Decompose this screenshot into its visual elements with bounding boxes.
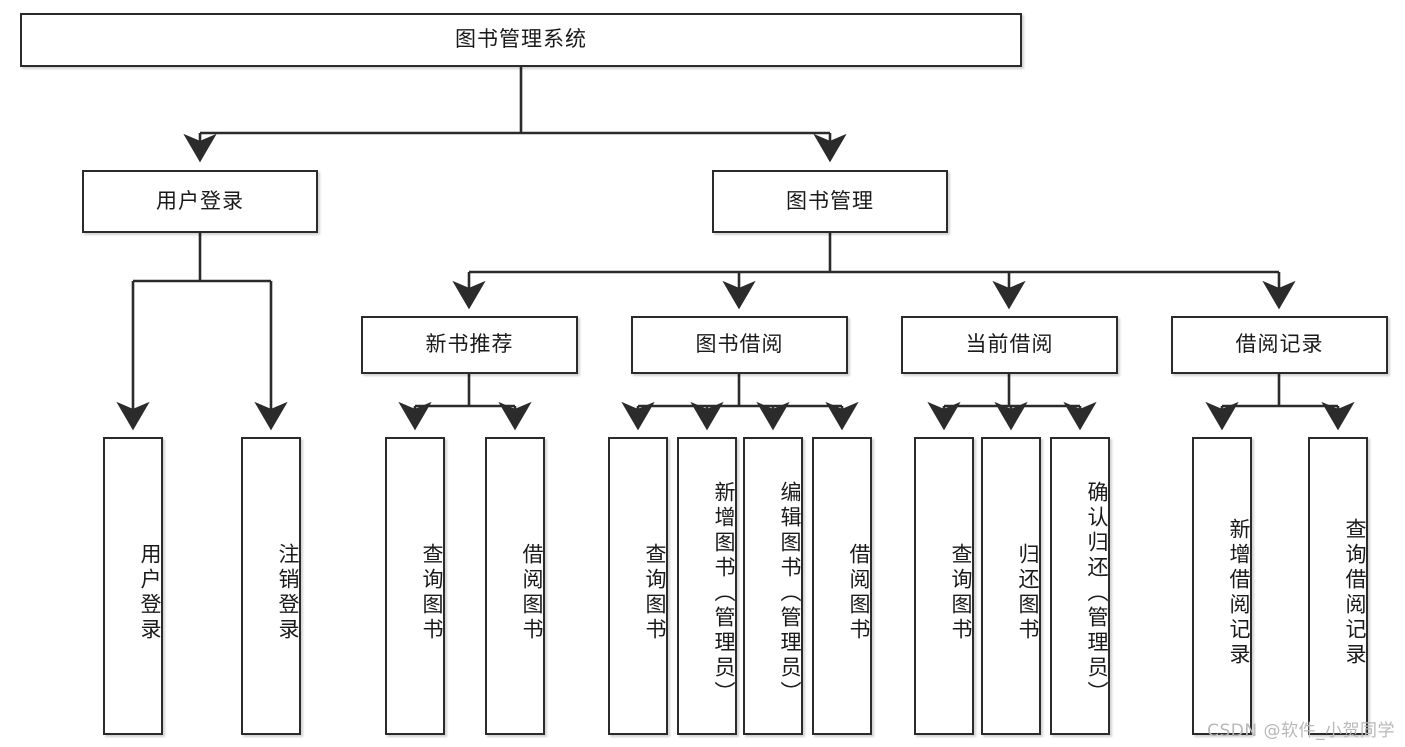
node-user-login[interactable]: 用户登录 (82, 170, 318, 233)
watermark: CSDN @软件_小贺同学 (1207, 721, 1395, 741)
node-root[interactable]: 图书管理系统 (20, 13, 1022, 67)
node-leaf-query-record[interactable]: 查询借阅记录 (1308, 437, 1368, 735)
node-leaf-confirm-return[interactable]: 确认归还（管理员） (1050, 437, 1110, 735)
node-leaf-query-book-3[interactable]: 查询图书 (914, 437, 974, 735)
node-leaf-query-book-3-label: 查询图书 (949, 543, 973, 643)
node-leaf-borrow-book-2-label: 借阅图书 (847, 543, 871, 643)
node-leaf-query-book-2[interactable]: 查询图书 (608, 437, 668, 735)
node-leaf-user-login-label: 用户登录 (138, 543, 162, 643)
node-borrow-record[interactable]: 借阅记录 (1171, 316, 1388, 374)
node-book-borrow[interactable]: 图书借阅 (631, 316, 848, 374)
node-leaf-user-login[interactable]: 用户登录 (103, 437, 163, 735)
node-leaf-add-book[interactable]: 新增图书（管理员） (677, 437, 737, 735)
node-new-book-recommend-label: 新书推荐 (425, 332, 514, 357)
node-leaf-query-book-1-label: 查询图书 (420, 543, 444, 643)
node-leaf-return-book-label: 归还图书 (1016, 543, 1040, 643)
node-leaf-query-book-2-label: 查询图书 (643, 543, 667, 643)
node-leaf-borrow-book-2[interactable]: 借阅图书 (812, 437, 872, 735)
node-book-borrow-label: 图书借阅 (695, 332, 784, 357)
node-leaf-query-book-1[interactable]: 查询图书 (385, 437, 445, 735)
node-borrow-record-label: 借阅记录 (1235, 332, 1324, 357)
node-root-label: 图书管理系统 (455, 27, 587, 52)
node-leaf-add-book-label: 新增图书（管理员） (712, 480, 736, 706)
node-new-book-recommend[interactable]: 新书推荐 (361, 316, 578, 374)
node-leaf-add-record[interactable]: 新增借阅记录 (1192, 437, 1252, 735)
node-leaf-add-record-label: 新增借阅记录 (1227, 518, 1251, 668)
node-user-login-label: 用户登录 (156, 188, 244, 213)
node-current-borrow-label: 当前借阅 (965, 332, 1054, 357)
node-leaf-edit-book[interactable]: 编辑图书（管理员） (743, 437, 803, 735)
node-leaf-borrow-book-1[interactable]: 借阅图书 (485, 437, 545, 735)
node-book-manage-label: 图书管理 (786, 188, 874, 213)
node-leaf-confirm-return-label: 确认归还（管理员） (1085, 480, 1109, 706)
node-leaf-user-logout-label: 注销登录 (276, 543, 300, 643)
node-book-manage[interactable]: 图书管理 (712, 170, 948, 233)
node-current-borrow[interactable]: 当前借阅 (901, 316, 1118, 374)
node-leaf-borrow-book-1-label: 借阅图书 (520, 543, 544, 643)
node-leaf-user-logout[interactable]: 注销登录 (241, 437, 301, 735)
node-leaf-return-book[interactable]: 归还图书 (981, 437, 1041, 735)
node-leaf-edit-book-label: 编辑图书（管理员） (778, 480, 802, 706)
node-leaf-query-record-label: 查询借阅记录 (1343, 518, 1367, 668)
